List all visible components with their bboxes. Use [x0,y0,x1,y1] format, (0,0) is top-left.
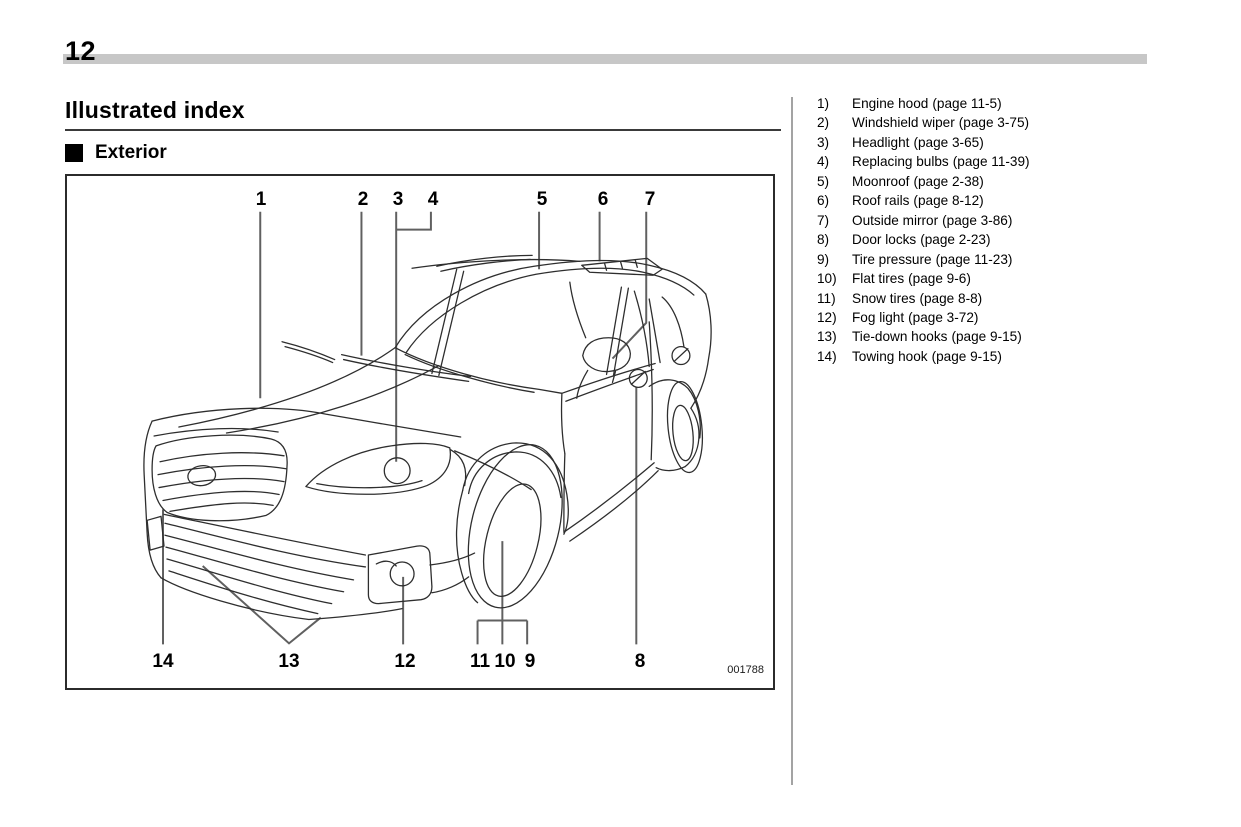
index-row: 1) Engine hood(page 11-5) [817,94,1137,113]
section-bullet-icon [65,144,83,162]
index-page-ref: (page 11-5) [932,96,1002,111]
callout-label-13: 13 [278,651,300,672]
index-num: 10) [817,271,837,287]
door-lock-icon [628,346,691,388]
callout-label-11: 11 [469,651,491,672]
callout-label-2: 2 [357,189,369,210]
outside-mirror [576,337,632,399]
index-num: 2) [817,115,830,131]
index-row: 5) Moonroof(page 2-38) [817,172,1137,191]
headlight [305,442,452,495]
index-page-ref: (page 2-23) [920,232,991,248]
index-page-ref: (page 8-12) [913,193,984,209]
index-page-ref: (page 11-39) [952,154,1030,170]
index-num: 1) [817,96,830,111]
index-row: 12) Fog light(page 3-72) [817,308,1137,327]
index-label: Replacing bulbs [852,154,949,170]
index-page-ref: (page 3-72) [908,309,979,325]
index-label: Door locks [852,232,917,248]
callout-label-5: 5 [536,189,548,210]
side-marker [146,515,165,551]
index-num: 7) [817,212,830,228]
index-label: Towing hook [852,348,928,364]
front-grille [151,434,288,522]
index-label: Tire pressure [852,251,932,267]
index-num: 9) [817,251,830,267]
section-label: Exterior [95,142,167,163]
index-row: 8) Door locks(page 2-23) [817,230,1137,249]
windshield-wipers [281,341,472,383]
index-page-ref: (page 2-38) [913,173,984,189]
index-page-ref: (page 3-65) [913,134,984,150]
car-line-art [143,211,712,645]
index-label: Outside mirror [852,212,939,228]
leader-13 [202,565,322,645]
header-bar [63,54,1147,64]
section-heading: Exterior [65,142,167,164]
index-num: 13) [817,329,837,345]
index-num: 12) [817,309,837,325]
index-label: Headlight [852,134,910,150]
index-page-ref: (page 9-15) [931,348,1002,364]
front-wheel [462,442,569,609]
index-label: Engine hood [852,96,929,111]
index-num: 11) [817,290,836,306]
index-label: Fog light [852,309,905,325]
callout-label-10: 10 [494,651,516,672]
index-page-ref: (page 9-6) [908,271,971,287]
index-row: 4) Replacing bulbs(page 11-39) [817,152,1137,171]
index-num: 14) [817,348,837,364]
roof-rails [411,257,663,276]
index-row: 13) Tie-down hooks(page 9-15) [817,327,1137,346]
index-row: 10) Flat tires(page 9-6) [817,269,1137,288]
index-label: Tie-down hooks [852,329,948,345]
index-row: 11) Snow tires(page 8-8) [817,289,1137,308]
column-divider [791,97,793,785]
index-row: 3) Headlight(page 3-65) [817,133,1137,152]
exterior-figure: 1 2 3 4 5 6 7 8 9 10 11 12 13 14 001788 [65,174,775,690]
index-label: Moonroof [852,173,910,189]
page-title: Illustrated index [65,97,781,131]
callout-label-1: 1 [255,189,267,210]
callout-label-6: 6 [597,189,609,210]
callout-label-8: 8 [634,651,646,672]
index-label: Roof rails [852,193,910,209]
index-label: Windshield wiper [852,115,955,131]
index-row: 6) Roof rails(page 8-12) [817,191,1137,210]
index-num: 5) [817,173,830,189]
figure-code: 001788 [727,664,764,676]
index-page-ref: (page 8-8) [919,290,983,306]
index-label: Flat tires [852,271,905,287]
callout-leader-lines [162,211,648,645]
index-num: 3) [817,134,830,150]
page-number: 12 [65,36,97,66]
index-page-ref: (page 11-23) [935,251,1013,267]
rear-wheel [648,379,704,474]
callout-label-9: 9 [524,651,536,672]
leader-7 [611,211,648,360]
index-page-ref: (page 3-86) [942,212,1013,228]
fog-light [367,545,433,605]
index-row: 7) Outside mirror(page 3-86) [817,211,1137,230]
leader-4 [396,211,432,231]
callout-label-7: 7 [644,189,656,210]
callout-label-4: 4 [427,189,439,210]
callout-label-3: 3 [392,189,404,210]
car-body-outline [143,254,712,621]
index-num: 8) [817,232,830,248]
index-row: 2) Windshield wiper(page 3-75) [817,113,1137,132]
index-row: 14) Towing hook(page 9-15) [817,347,1137,366]
brand-logo-icon [187,464,217,487]
index-page-ref: (page 9-15) [951,329,1022,345]
index-label: Snow tires [852,290,916,306]
index-page-ref: (page 3-75) [958,115,1030,131]
parts-index-list: 1) Engine hood(page 11-5) 2) Windshield wi… [817,94,1137,366]
callout-label-14: 14 [152,651,174,672]
index-num: 6) [817,193,830,209]
callout-label-12: 12 [394,651,416,672]
index-num: 4) [817,154,830,170]
index-row: 9) Tire pressure(page 11-23) [817,250,1137,269]
hood-crease [178,347,396,428]
